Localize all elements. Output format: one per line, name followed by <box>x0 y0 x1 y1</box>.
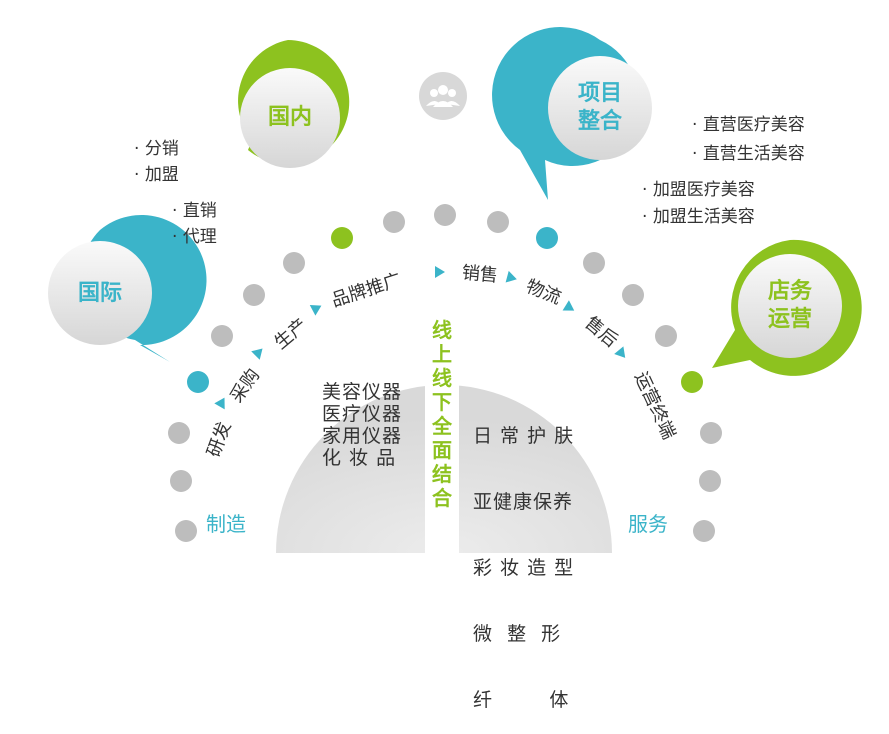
bubble-store <box>712 239 862 376</box>
arc-dot <box>175 520 197 542</box>
list-item-direct-lifestyle: 直营生活美容 <box>692 139 805 164</box>
arc-dot <box>487 211 509 233</box>
bubble-domestic-label: 国内 <box>267 105 312 130</box>
center-right-item: 微 整 形 <box>473 623 562 646</box>
arc-dot-blue <box>187 371 209 393</box>
bubble-project-line1: 项目 <box>577 81 622 106</box>
vert-char: 下 <box>432 390 452 414</box>
label-service: 服务 <box>628 512 668 536</box>
arc-dot <box>283 252 305 274</box>
bubble-project-line2: 整合 <box>577 108 622 134</box>
arc-dot <box>655 325 677 347</box>
list-item-franchise-lifestyle: 加盟生活美容 <box>642 202 755 227</box>
center-left-item: 化 妆 品 <box>322 447 397 470</box>
center-right-column: 日 常 护 肤 亚健康保养 彩 妆 造 型 微 整 形 纤 体 <box>473 381 574 734</box>
arc-dot <box>383 211 405 233</box>
arrow-icon <box>435 266 445 278</box>
vert-char: 线 <box>432 318 452 342</box>
bubble-store-line1: 店务 <box>767 279 812 304</box>
bubble-project <box>492 27 652 201</box>
arc-dot <box>583 252 605 274</box>
arc-dot <box>211 325 233 347</box>
arc-dot <box>700 422 722 444</box>
arc-dot <box>170 470 192 492</box>
arc-dot-green <box>331 227 353 249</box>
list-item-direct-sale: 直销 <box>172 196 217 221</box>
vert-char: 面 <box>432 438 452 462</box>
arc-word-sales: 销售 <box>461 262 499 287</box>
bubble-domestic <box>232 40 350 190</box>
list-item-franchise: 加盟 <box>134 160 179 185</box>
arc-dot-blue <box>536 227 558 249</box>
center-right-item: 日 常 护 肤 <box>473 425 575 448</box>
list-item-distribution: 分销 <box>134 134 179 159</box>
vert-char: 上 <box>432 342 452 366</box>
arc-dot <box>699 470 721 492</box>
vert-char: 合 <box>432 486 452 510</box>
center-right-item: 彩 妆 造 型 <box>473 557 575 580</box>
arc-dot <box>693 520 715 542</box>
people-group-icon <box>419 72 467 120</box>
bubble-store-label: 店务 运营 <box>762 278 818 333</box>
arc-dot-green <box>681 371 703 393</box>
arc-dot <box>622 284 644 306</box>
center-left-column: 美容仪器 医疗仪器 家用仪器 化 妆 品 <box>322 381 402 469</box>
list-item-franchise-medical: 加盟医疗美容 <box>642 175 755 200</box>
center-left-item: 家用仪器 <box>322 425 403 448</box>
list-item-direct-medical: 直营医疗美容 <box>692 110 805 135</box>
center-left-item: 医疗仪器 <box>322 403 403 426</box>
bubble-international-label: 国际 <box>77 281 122 306</box>
center-vertical-text: 线 上 线 下 全 面 结 合 <box>431 318 453 510</box>
center-right-item: 纤 体 <box>473 689 570 712</box>
vert-char: 全 <box>432 414 452 438</box>
semicircle-background <box>48 27 862 553</box>
center-right-item: 亚健康保养 <box>473 491 574 514</box>
vert-char: 结 <box>432 462 452 486</box>
list-item-agent: 代理 <box>172 222 217 247</box>
arc-dot <box>434 204 456 226</box>
vert-char: 线 <box>432 366 452 390</box>
bubble-store-line2: 运营 <box>767 306 812 332</box>
bubble-international <box>48 215 207 362</box>
arc-dot <box>168 422 190 444</box>
center-left-item: 美容仪器 <box>322 381 403 403</box>
label-manufacturing: 制造 <box>206 512 246 536</box>
arc-dot <box>243 284 265 306</box>
bubble-project-label: 项目 整合 <box>572 80 628 135</box>
